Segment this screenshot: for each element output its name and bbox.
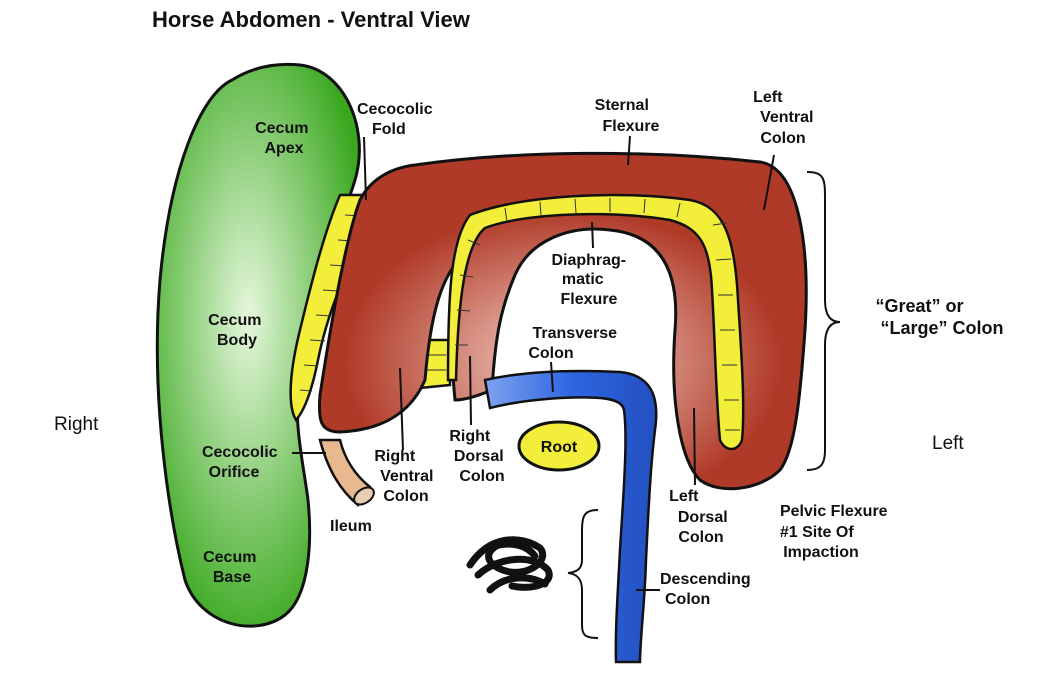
label-ileum: Ileum: [330, 518, 372, 535]
label-diaphragmatic-flexure: Diaphrag- matic Flexure: [551, 252, 630, 308]
label-cecum-base: Cecum Base: [203, 549, 261, 586]
label-descending-colon: Descending Colon: [660, 571, 755, 608]
band-hatching: [455, 198, 740, 431]
label-pelvic-flexure: Pelvic Flexure #1 Site Of Impaction: [780, 503, 892, 561]
label-right-dorsal-colon: Right Dorsal Colon: [449, 428, 508, 485]
label-root: Root: [541, 439, 578, 456]
small-intestine-bracket: [567, 509, 599, 639]
label-side-right: Right: [54, 414, 99, 435]
cecum-shape: [155, 62, 361, 628]
descending-colon-shape: [483, 369, 658, 664]
label-cecocolic-fold: Cecocolic Fold: [357, 101, 437, 138]
label-sternal-flexure: Sternal Flexure: [595, 97, 660, 135]
label-great-colon: “Great” or “Large” Colon: [875, 296, 1003, 338]
ileum-opening: [353, 486, 375, 506]
label-cecum-body: Cecum Body: [208, 312, 266, 349]
small-intestine-scribble: [466, 536, 553, 594]
diagram-title: Horse Abdomen - Ventral View: [152, 7, 471, 32]
leader-lines: [292, 135, 775, 591]
label-left-ventral-colon: Left Ventral Colon: [753, 89, 818, 147]
root-shape: [517, 420, 601, 472]
label-left-dorsal-colon: Left Dorsal Colon: [669, 488, 732, 546]
dorsal-colon-band: [446, 193, 745, 451]
label-side-left: Left: [932, 433, 964, 454]
label-cecocolic-orifice: Cecocolic Orifice: [202, 444, 282, 481]
label-cecum-apex: Cecum Apex: [255, 120, 313, 157]
label-right-ventral-colon: Right Ventral Colon: [374, 448, 438, 505]
great-colon-shape: [317, 151, 808, 491]
great-colon-bracket: [806, 171, 841, 471]
labels: Cecum Apex Cecum Body Cecum Base Cecocol…: [54, 89, 1004, 608]
label-transverse-colon: Transverse Colon: [528, 325, 621, 362]
